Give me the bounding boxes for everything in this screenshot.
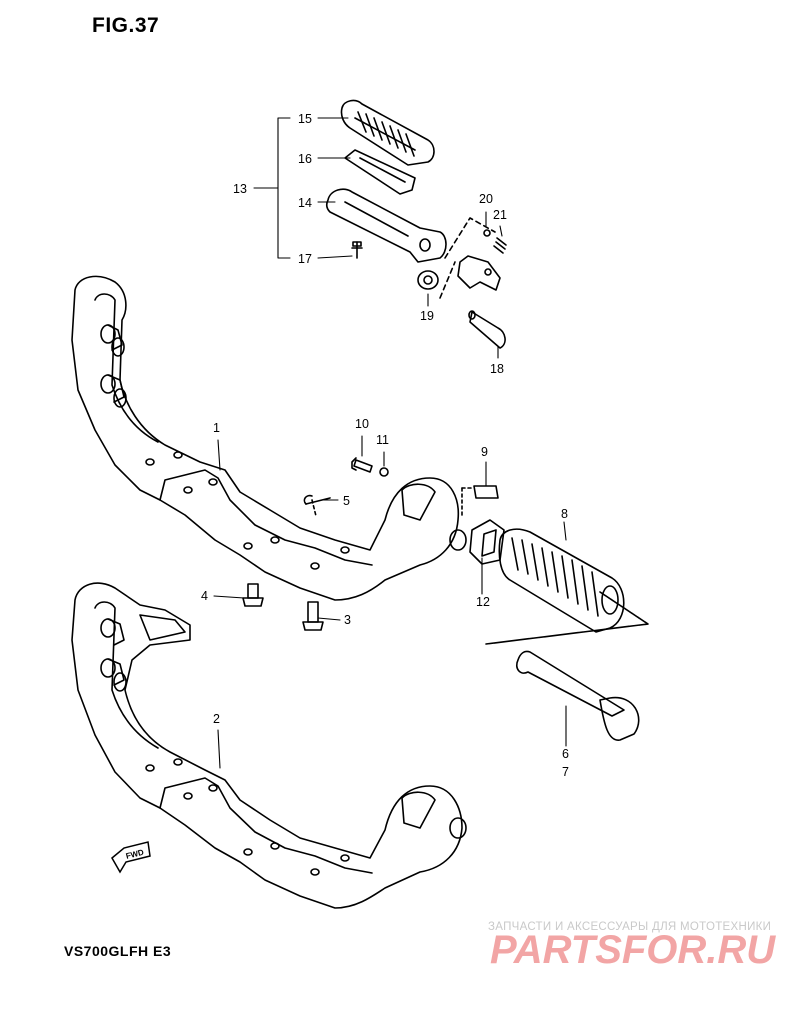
callout-15: 15	[298, 112, 312, 126]
callout-17: 17	[298, 252, 312, 266]
callout-7: 7	[562, 765, 569, 779]
callout-10: 10	[355, 417, 369, 431]
callout-numbers: 15 16 13 14 17 20 21 19 18 1 10 11 5 9 8…	[201, 112, 569, 779]
callout-1: 1	[213, 421, 220, 435]
fwd-arrow: FWD	[111, 841, 151, 874]
callout-8: 8	[561, 507, 568, 521]
fwd-label: FWD	[125, 848, 145, 861]
callout-4: 4	[201, 589, 208, 603]
callout-14: 14	[298, 196, 312, 210]
callout-18: 18	[490, 362, 504, 376]
leader-lines	[213, 117, 567, 769]
callout-11: 11	[376, 433, 389, 447]
callout-6: 6	[562, 747, 569, 761]
bracket-1-drawing	[71, 275, 467, 601]
callout-5: 5	[343, 494, 350, 508]
watermark-brand: PARTSFOR.RU	[490, 928, 776, 972]
callout-9: 9	[481, 445, 488, 459]
callout-3: 3	[344, 613, 351, 627]
footrest-assembly-drawing	[325, 99, 507, 349]
callout-20: 20	[479, 192, 493, 206]
callout-21: 21	[493, 208, 507, 222]
callout-19: 19	[420, 309, 434, 323]
model-code: VS700GLFH E3	[64, 943, 172, 959]
callout-2: 2	[213, 712, 220, 726]
footpeg-parts-drawing	[242, 457, 649, 741]
callout-16: 16	[298, 152, 312, 166]
bracket-2-drawing	[71, 582, 467, 909]
figure-title: FIG.37	[92, 14, 160, 37]
watermark-caption: ЗАПЧАСТИ И АКСЕССУАРЫ ДЛЯ МОТОТЕХНИКИ	[488, 921, 772, 933]
callout-12: 12	[476, 595, 490, 609]
callout-13: 13	[233, 182, 247, 196]
